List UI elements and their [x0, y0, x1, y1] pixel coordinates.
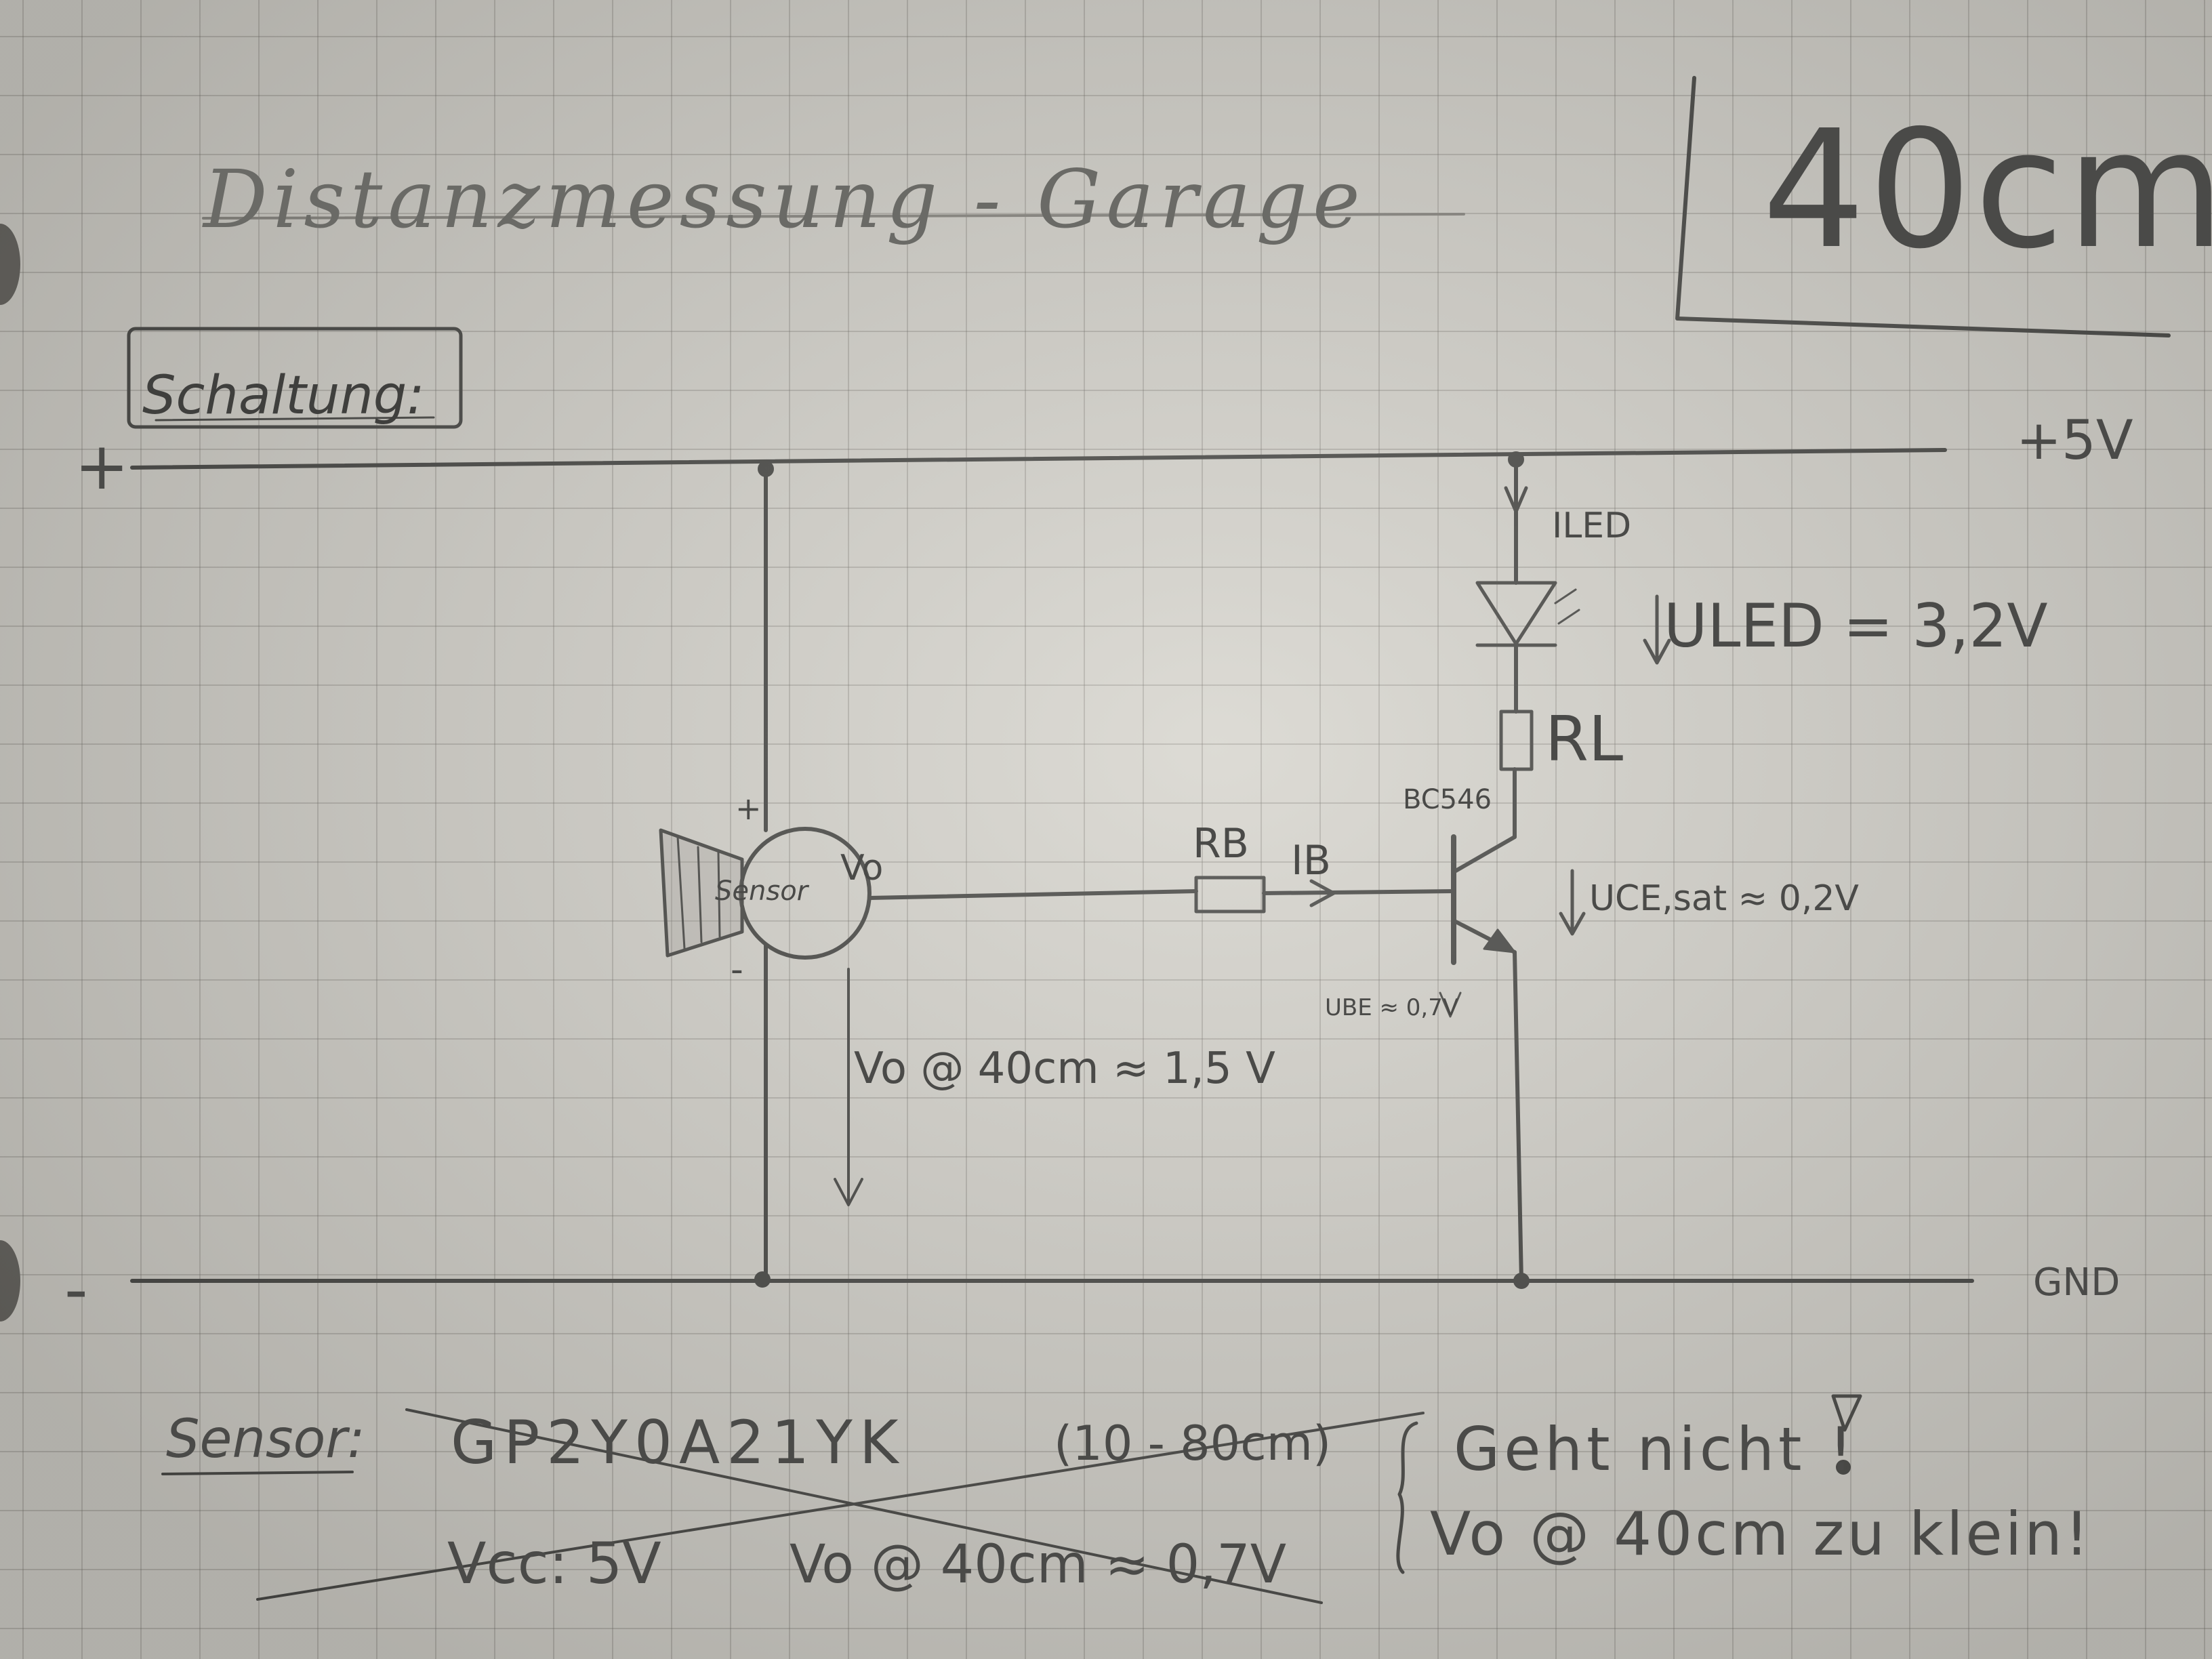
comment-line-2: Vo @ 40cm zu klein!: [1430, 1499, 2092, 1569]
emitter-wire: [1513, 950, 1523, 1283]
led-current-label: ILED: [1552, 506, 1632, 546]
brace: [1396, 1421, 1418, 1574]
sensor-lens-shade: [676, 836, 686, 950]
sensor-range: (10 - 80cm): [1054, 1416, 1332, 1471]
distance-value: 40cm: [1762, 95, 2212, 285]
vo-wire: [867, 889, 1198, 900]
sensor-output-pin: Vo: [840, 848, 884, 888]
emitter-gnd-dot: [1513, 1273, 1530, 1289]
ube-arrow: [1439, 991, 1462, 1018]
distance-box-border: [1675, 76, 2171, 337]
strike-line: [256, 1412, 1425, 1601]
section-label-box: [127, 327, 463, 429]
exclaim-mark: [1831, 1394, 1862, 1432]
sensor-note-label: Sensor:: [166, 1409, 365, 1470]
sensor-minus-pin: -: [731, 949, 743, 990]
title-underline: [202, 213, 1465, 220]
sensor-lens: [659, 828, 744, 958]
led-ray: [1557, 609, 1580, 625]
transistor-collector: [1454, 835, 1517, 873]
sensor-lens-shade: [697, 846, 703, 943]
led-triangle: [1475, 581, 1557, 646]
base-resistor: [1194, 876, 1266, 914]
sensor-vcc-note: Vcc: 5V: [447, 1530, 661, 1597]
gnd-label: GND: [2033, 1261, 2121, 1305]
load-resistor-label: RL: [1545, 703, 1624, 775]
plus-symbol: +: [75, 428, 129, 504]
sensor-vo-note: Vo @ 40cm ≈ 0,7V: [790, 1534, 1287, 1595]
sensor-part-number: GP2Y0A21YK: [451, 1408, 905, 1477]
comment-line-1: Geht nicht !: [1454, 1414, 1857, 1484]
vcc-rail: [130, 448, 1947, 470]
vcc-label: +5V: [2016, 409, 2133, 472]
uce-note: UCE,sat ≈ 0,2V: [1589, 878, 1859, 919]
vcc-junction-dot: [758, 461, 774, 477]
iled-arrow: [1504, 486, 1528, 514]
sensor-label: Sensor: [715, 876, 808, 907]
strike-line: [405, 1408, 1323, 1604]
sensor-lens-shade: [717, 851, 721, 938]
sensor-plus-pin: +: [735, 790, 762, 827]
minus-symbol: -: [64, 1252, 88, 1328]
led-voltage-note: ULED = 3,2V: [1664, 591, 2048, 661]
diagram-title: Distanzmessung - Garage: [203, 152, 1366, 246]
base-current-label: IB: [1291, 837, 1331, 884]
ib-arrow: [1309, 879, 1336, 907]
transistor-emitter-arrow: [1483, 928, 1516, 954]
load-resistor: [1499, 710, 1534, 771]
ube-note: UBE ≈ 0,7V: [1325, 994, 1459, 1021]
gnd-junction-dot: [754, 1271, 771, 1288]
vo-voltage-note: Vo @ 40cm ≈ 1,5 V: [854, 1044, 1275, 1094]
section-label: Schaltung:: [142, 365, 425, 426]
base-wire: [1262, 889, 1456, 895]
transistor-type-label: BC546: [1403, 784, 1492, 815]
led-ray: [1554, 588, 1577, 605]
section-label-underline: [155, 416, 435, 422]
base-resistor-label: RB: [1193, 820, 1249, 867]
sensor-note-underline: [161, 1471, 354, 1475]
